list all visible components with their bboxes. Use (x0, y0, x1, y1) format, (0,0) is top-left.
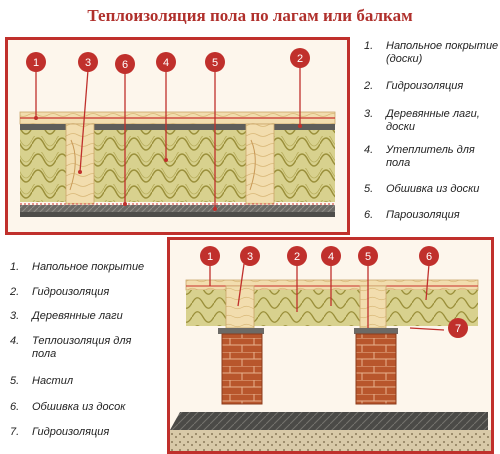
bottom-legend-item: 3. Деревянные лаги (10, 310, 123, 322)
top-legend-item: 2. Гидроизоляция (364, 80, 464, 92)
top-marker-2: 2 (290, 48, 310, 68)
top-diagram-panel: 1 3 6 4 5 2 (5, 37, 350, 235)
svg-text:4: 4 (163, 57, 169, 69)
bottom-diagram-panel: 1 3 2 4 5 6 7 (167, 237, 494, 454)
bottom-legend-item: 4. Теплоизоляция для пола (10, 335, 132, 360)
bottom-marker-1: 1 (200, 246, 220, 266)
bottom-marker-4: 4 (321, 246, 341, 266)
top-marker-1: 1 (26, 52, 46, 72)
bottom-marker-7: 7 (448, 318, 468, 338)
svg-text:6: 6 (122, 59, 128, 71)
top-legend-item: 3. Деревянные лаги, доски (364, 108, 480, 133)
svg-text:6: 6 (426, 251, 432, 263)
bottom-legend-item: 5. Настил (10, 375, 74, 387)
svg-text:1: 1 (33, 57, 39, 69)
svg-text:7: 7 (455, 323, 461, 335)
bottom-legend-item: 2. Гидроизоляция (10, 286, 110, 298)
bottom-legend-item: 6. Обшивка из досок (10, 401, 126, 413)
bottom-legend-item: 7. Гидроизоляция (10, 426, 110, 438)
svg-text:2: 2 (297, 53, 303, 65)
top-legend-item: 4. Утеплитель для пола (364, 144, 475, 169)
bottom-floor-cross-section: 1 3 2 4 5 6 7 (170, 246, 491, 451)
top-floor-cross-section: 1 3 6 4 5 2 (19, 48, 336, 217)
top-legend-item: 1. Напольное покрытие (доски) (364, 40, 499, 65)
bottom-legend: 1. Напольное покрытие 2. Гидроизоляция 3… (10, 255, 170, 450)
bottom-marker-3: 3 (240, 246, 260, 266)
bottom-marker-6: 6 (419, 246, 439, 266)
top-marker-5: 5 (205, 52, 225, 72)
top-legend: 1. Напольное покрытие (доски) 2. Гидроиз… (350, 40, 500, 230)
svg-text:5: 5 (212, 57, 218, 69)
bottom-marker-5: 5 (358, 246, 378, 266)
svg-text:4: 4 (328, 251, 334, 263)
top-legend-item: 5. Обшивка из доски (364, 183, 480, 195)
bottom-legend-item: 1. Напольное покрытие (10, 261, 145, 273)
top-marker-3: 3 (78, 52, 98, 72)
top-legend-item: 6. Пароизоляция (364, 209, 460, 221)
top-marker-6: 6 (115, 54, 135, 74)
page-title: Теплоизоляция пола по лагам или балкам (87, 6, 413, 25)
svg-text:2: 2 (294, 251, 300, 263)
svg-text:3: 3 (247, 251, 253, 263)
bottom-marker-2: 2 (287, 246, 307, 266)
svg-text:3: 3 (85, 57, 91, 69)
svg-text:5: 5 (365, 251, 371, 263)
top-marker-4: 4 (156, 52, 176, 72)
svg-text:1: 1 (207, 251, 213, 263)
